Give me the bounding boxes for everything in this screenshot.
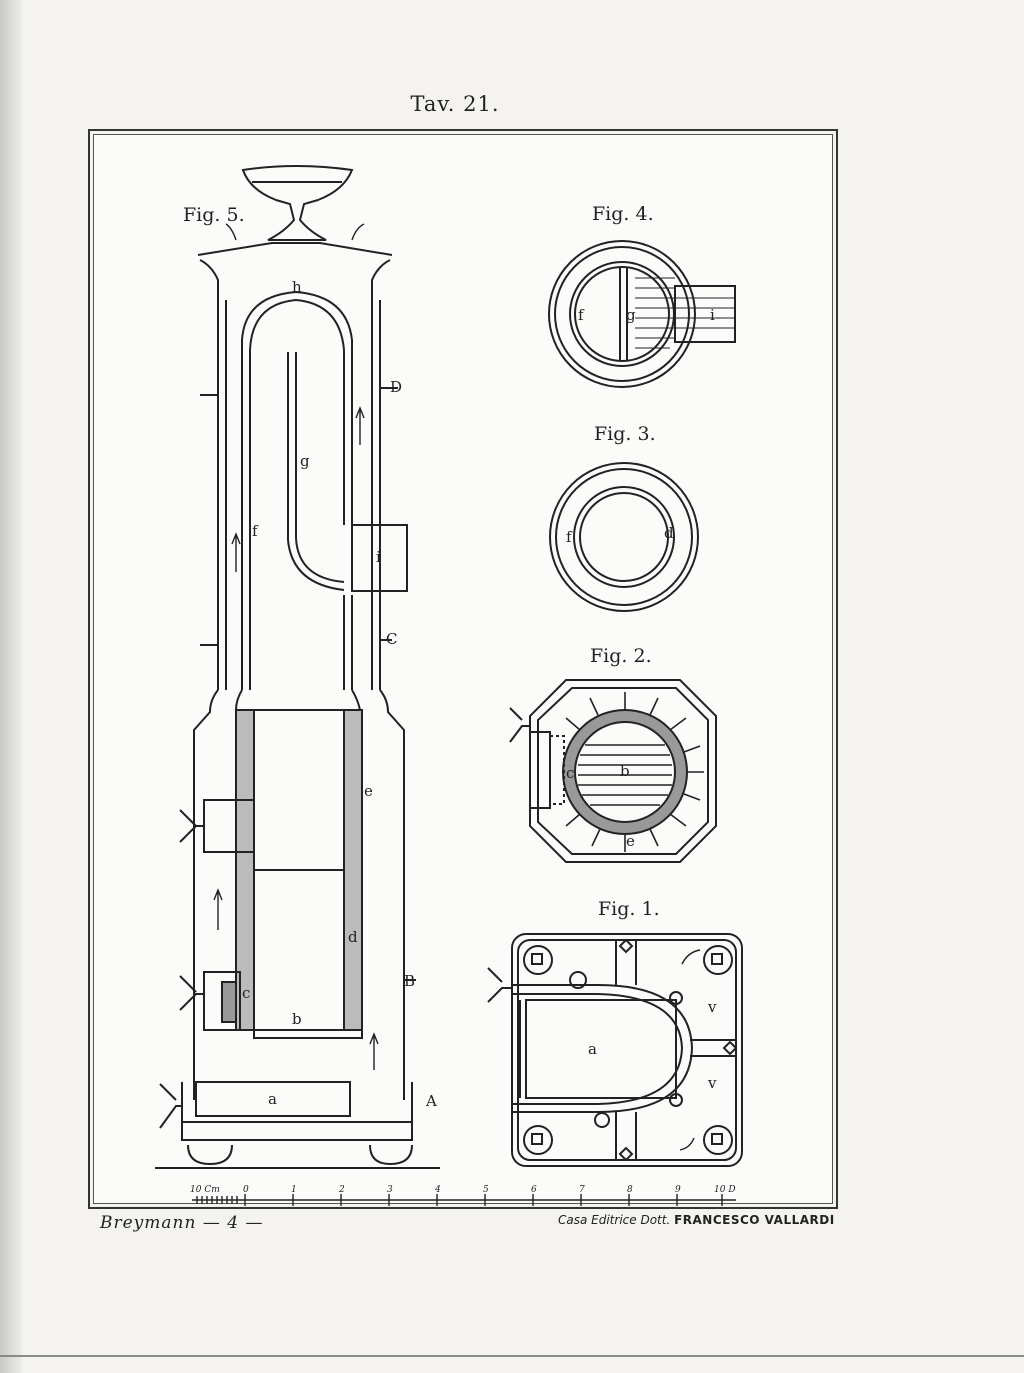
fig5-letter-h: h	[292, 278, 302, 296]
fig1-label: Fig. 1.	[598, 898, 660, 920]
scale-tick-9: 9	[675, 1185, 681, 1195]
fig3-letter-d: d	[664, 524, 674, 542]
fig5-letter-C: C	[386, 630, 397, 648]
fig3-plan	[549, 462, 699, 612]
scale-tick-7: 7	[579, 1185, 585, 1195]
scale-tick-0: 0	[243, 1185, 249, 1195]
fig1-letter-v-lower: v	[707, 1074, 717, 1092]
footer-publisher: Casa Editrice Dott. FRANCESCO VALLARDI	[558, 1213, 835, 1227]
fig5-letter-d: d	[348, 928, 358, 946]
fig2-plan	[509, 679, 717, 863]
fig3-letter-f: f	[566, 528, 573, 546]
scale-tick-1: 1	[291, 1185, 297, 1195]
page-edge	[0, 0, 22, 1373]
fig5-letter-B: B	[404, 972, 415, 990]
fig4-letter-i: i	[710, 306, 715, 324]
fig4-plan	[548, 240, 736, 388]
fig2-letter-e: e	[626, 832, 635, 850]
fig2-label: Fig. 2.	[590, 645, 652, 667]
fig3-label: Fig. 3.	[594, 423, 656, 445]
fig4-label: Fig. 4.	[592, 203, 654, 225]
plate-title: Tav. 21.	[410, 92, 500, 116]
fig4-letter-f: f	[578, 306, 585, 324]
fig5-letter-A: A	[425, 1092, 437, 1110]
fig5-letter-b: b	[292, 1010, 302, 1028]
fig5-letter-e: e	[364, 782, 373, 800]
scale-tick-6: 6	[531, 1185, 537, 1195]
scale-tick-2: 2	[338, 1185, 345, 1195]
scale-tick-10: 10 D	[714, 1185, 736, 1195]
fig5-letter-f: f	[252, 522, 259, 540]
scale-tick-8: 8	[627, 1185, 633, 1195]
fig2-letter-c: c	[566, 764, 574, 782]
scale-tick-5: 5	[483, 1185, 489, 1195]
fig1-letter-v-upper: v	[707, 998, 717, 1016]
footer-publisher-prefix: Casa Editrice Dott.	[558, 1213, 675, 1227]
fig2-letter-b: b	[620, 762, 630, 780]
fig5-section	[155, 165, 440, 1169]
scale-tick-4: 4	[434, 1185, 441, 1195]
footer-publisher-name: FRANCESCO VALLARDI	[674, 1213, 835, 1227]
scale-bar	[192, 1194, 736, 1206]
fig5-letter-g: g	[300, 452, 310, 470]
fig5-letter-c: c	[242, 984, 250, 1002]
fig5-letter-D: D	[390, 378, 402, 396]
scale-label-cm: 10 Cm	[190, 1185, 220, 1195]
fig5-letter-a: a	[268, 1090, 277, 1108]
page-bottom-edge	[0, 1355, 1024, 1357]
footer-author: Breymann — 4 —	[100, 1213, 264, 1233]
scale-tick-3: 3	[387, 1185, 393, 1195]
fig1-plan	[487, 933, 743, 1167]
fig4-letter-g: g	[626, 306, 636, 324]
fig1-letter-a: a	[588, 1040, 597, 1058]
fig5-letter-i: i	[376, 548, 381, 566]
fig5-label: Fig. 5.	[183, 204, 245, 226]
